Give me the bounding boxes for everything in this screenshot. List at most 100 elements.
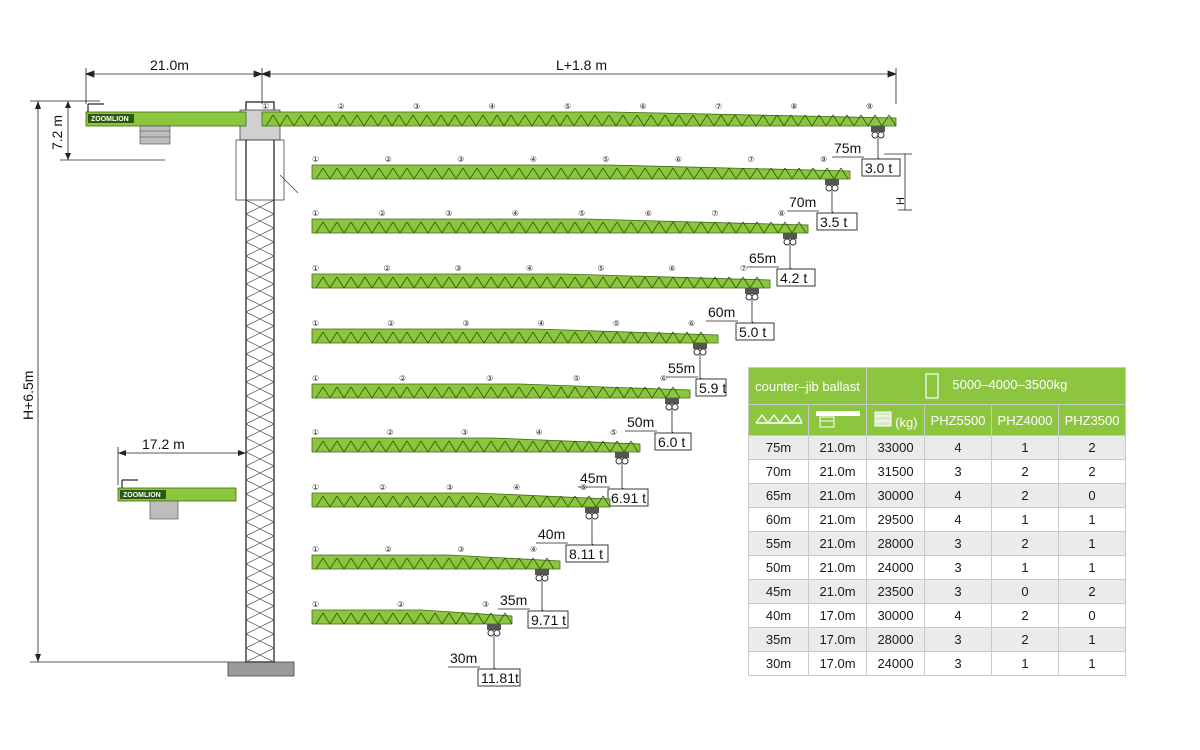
segment-number: ②: [383, 264, 390, 273]
segment-number: ③: [461, 428, 468, 437]
segment-number: ②: [387, 428, 394, 437]
segment-number: ⑦: [711, 209, 718, 218]
capacity-label: 6.0 t: [658, 434, 685, 450]
cell-counter-jib: 21.0m: [807, 579, 868, 604]
jib-body: [311, 273, 771, 289]
capacity-label: 8.11 t: [569, 546, 603, 562]
counter-jib: ZOOMLION: [85, 103, 247, 145]
capacity-box: [695, 378, 727, 397]
cell-phz5500: 4: [924, 507, 993, 532]
capacity-label: 11.81t: [481, 670, 519, 686]
trolley: [585, 507, 599, 513]
cell-phz3500: 1: [1058, 555, 1127, 580]
segment-number: ⑤: [580, 483, 587, 492]
cell-counter-jib: 17.0m: [807, 627, 868, 652]
cell-phz3500: 2: [1058, 579, 1127, 604]
segment-number: ②: [379, 483, 386, 492]
cell-phz4000: 2: [991, 603, 1060, 628]
radius-label: 75m: [834, 140, 861, 156]
segment-number: ③: [462, 319, 469, 328]
cell-phz3500: 1: [1058, 531, 1127, 556]
segment-number: ①: [312, 483, 319, 492]
segment-number: ②: [338, 102, 345, 111]
cell-jib: 55m: [748, 531, 809, 556]
cell-jib: 30m: [748, 651, 809, 676]
cell-jib: 65m: [748, 483, 809, 508]
ballast-table: counter–jib ballast 5000–4000–3500kg (kg…: [747, 367, 1127, 676]
radius-label: 70m: [789, 194, 816, 210]
cell-phz5500: 3: [924, 459, 993, 484]
segment-number: ①: [312, 209, 319, 218]
cell-phz4000: 2: [991, 627, 1060, 652]
segment-number: ⑤: [578, 209, 585, 218]
cell-phz5500: 3: [924, 579, 993, 604]
cell-phz4000: 2: [991, 483, 1060, 508]
cell-kg: 28000: [866, 531, 926, 556]
cell-phz3500: 2: [1058, 435, 1127, 460]
cell-phz5500: 4: [924, 483, 993, 508]
hook-height-marker: [884, 153, 912, 211]
ballast-block-icon: [925, 373, 939, 399]
cell-jib: 45m: [748, 579, 809, 604]
jib-length-label: L+1.8 m: [556, 57, 607, 73]
cell-phz3500: 0: [1058, 603, 1127, 628]
tower-height-label: H+6.5m: [20, 371, 36, 420]
segment-number: ③: [482, 600, 489, 609]
segment-number: ⑤: [610, 428, 617, 437]
capacity-box: [565, 544, 609, 563]
segment-number: ③: [446, 483, 453, 492]
cell-phz4000: 1: [991, 507, 1060, 532]
segment-number: ④: [530, 155, 537, 164]
segment-number: ③: [413, 102, 420, 111]
ballast-kg-header: (kg): [866, 404, 926, 436]
cell-counter-jib: 21.0m: [807, 435, 868, 460]
hook-height-label: H: [895, 197, 907, 205]
cell-phz3500: 2: [1058, 459, 1127, 484]
segment-number: ①: [312, 319, 319, 328]
trolley: [825, 179, 839, 185]
segment-number: ⑥: [688, 319, 695, 328]
segment-number: ⑤: [597, 264, 604, 273]
segment-number: ④: [513, 483, 520, 492]
table-title: counter–jib ballast: [747, 367, 868, 405]
segment-number: ⑤: [564, 102, 571, 111]
cell-phz4000: 1: [991, 651, 1060, 676]
segment-number: ①: [312, 374, 319, 383]
cell-kg: 28000: [866, 627, 926, 652]
cell-phz3500: 1: [1058, 507, 1127, 532]
cell-kg: 24000: [866, 555, 926, 580]
cell-kg: 23500: [866, 579, 926, 604]
radius-label: 60m: [708, 304, 735, 320]
jib-body: [311, 554, 561, 570]
col-phz4000: PHZ4000: [991, 404, 1060, 436]
segment-number: ④: [489, 102, 496, 111]
radius-label: 50m: [627, 414, 654, 430]
segment-number: ②: [397, 600, 404, 609]
segment-number: ①: [312, 545, 319, 554]
cell-phz3500: 1: [1058, 627, 1127, 652]
segment-number: ③: [486, 374, 493, 383]
jib-body: [261, 111, 897, 127]
top-dimensions: [84, 68, 898, 104]
segment-number: ⑤: [613, 319, 620, 328]
capacity-box: [477, 668, 521, 687]
radius-label: 30m: [450, 650, 477, 666]
cell-counter-jib: 17.0m: [807, 651, 868, 676]
cell-phz4000: 1: [991, 555, 1060, 580]
capacity-box: [654, 432, 692, 451]
cell-phz5500: 3: [924, 627, 993, 652]
ballast-weights: 5000–4000–3500kg: [952, 377, 1068, 393]
segment-number: ④: [536, 428, 543, 437]
trolley: [783, 233, 797, 239]
cell-phz4000: 2: [991, 459, 1060, 484]
ballast-hatch-icon: [874, 411, 891, 426]
capacity-box: [861, 158, 901, 177]
